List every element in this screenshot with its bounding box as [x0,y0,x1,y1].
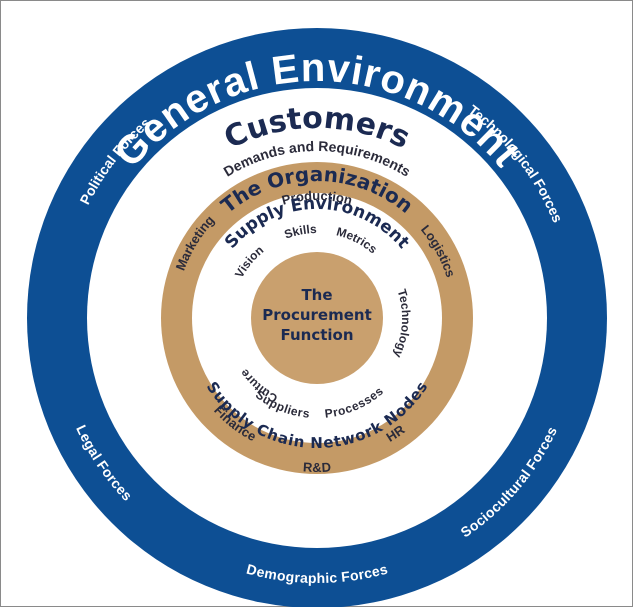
core-line-2: Procurement [262,306,372,324]
rnd-label: R&D [303,459,332,475]
production-label: Production [280,188,354,208]
core-line-3: Function [280,326,353,344]
core-line-1: The [301,286,332,304]
procurement-core [251,252,383,384]
